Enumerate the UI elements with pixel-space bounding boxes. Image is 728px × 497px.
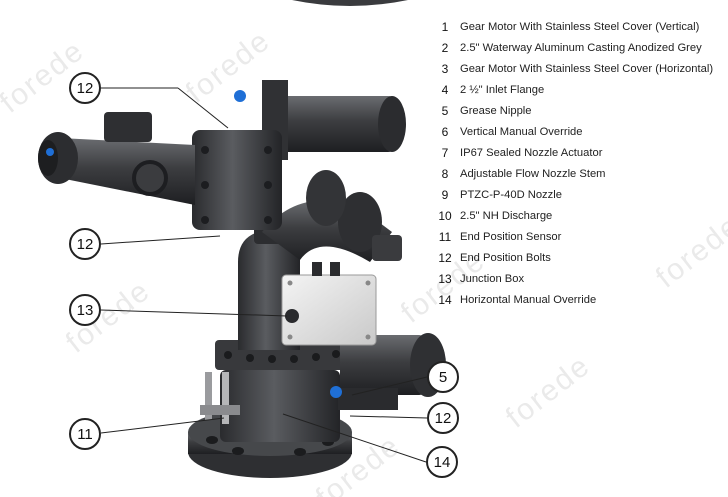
nozzle-actuator (104, 112, 152, 142)
leader-line (282, 413, 427, 463)
upper-flange-ring-2 (306, 170, 346, 226)
legend-number: 3 (441, 61, 449, 76)
legend-item: 6 Vertical Manual Override (430, 121, 722, 142)
callout-13: 13 (69, 294, 101, 326)
center-bolts (201, 146, 272, 224)
box-screw (287, 280, 293, 286)
box-screw (287, 334, 293, 340)
legend-text: End Position Sensor (460, 230, 562, 243)
callout-12-mid: 12 (69, 228, 101, 260)
legend-text: Vertical Manual Override (460, 125, 583, 138)
legend-text: 2.5" Waterway Aluminum Casting Anodized … (460, 41, 702, 54)
legend-item: 9 PTZC-P-40D Nozzle (430, 184, 722, 205)
callout-14: 14 (426, 446, 458, 478)
central-body (192, 130, 282, 230)
horizontal-motor-mount (338, 388, 398, 410)
legend-text: IP67 Sealed Nozzle Actuator (460, 146, 603, 159)
end-sensor-bracket (200, 405, 240, 415)
leader-line (100, 417, 225, 434)
vertical-gear-motor (272, 96, 396, 152)
upper-flange-ring (338, 192, 382, 252)
right-pipe-stub (372, 235, 402, 261)
legend-number: 9 (441, 187, 449, 202)
legend-item: 5 Grease Nipple (430, 100, 722, 121)
legend-number: 11 (438, 229, 452, 244)
turret-bolts (224, 350, 340, 363)
lower-body (220, 370, 340, 442)
legend-item: 2 2.5" Waterway Aluminum Casting Anodized… (430, 37, 722, 58)
legend-number: 8 (441, 166, 449, 181)
legend-item: 4 2 ½" Inlet Flange (430, 79, 722, 100)
legend-number: 2 (441, 40, 449, 55)
blue-fitting (234, 90, 246, 102)
leader-line (100, 309, 288, 317)
leader-line (100, 235, 221, 245)
legend-text: Gear Motor With Stainless Steel Cover (V… (460, 20, 700, 33)
box-screw (365, 334, 371, 340)
leader-line (351, 376, 428, 396)
end-sensor-b (222, 372, 229, 424)
horizontal-gear-motor (340, 335, 425, 395)
legend-number: 6 (441, 124, 449, 139)
legend-item: 7 IP67 Sealed Nozzle Actuator (430, 142, 722, 163)
legend-text: Junction Box (460, 272, 525, 285)
legend-item: 8 Adjustable Flow Nozzle Stem (430, 163, 722, 184)
grease-nipple (330, 386, 342, 398)
legend-item: 10 2.5" NH Discharge (430, 205, 722, 226)
legend-text: End Position Bolts (460, 251, 551, 264)
legend-item: 11 End Position Sensor (430, 226, 722, 247)
top-shadow-shape (292, 0, 408, 6)
cable-gland (285, 309, 299, 323)
leader-line (349, 415, 428, 419)
legend-number: 14 (438, 292, 452, 307)
nozzle-valve-ring (132, 160, 168, 196)
legend-number: 5 (441, 103, 449, 118)
leader-line (177, 87, 229, 129)
legend-text: Gear Motor With Stainless Steel Cover (H… (460, 62, 714, 75)
legend-text: Adjustable Flow Nozzle Stem (460, 167, 606, 180)
vertical-motor-cap (378, 96, 406, 152)
top-gland (330, 262, 340, 276)
box-screw (365, 280, 371, 286)
nozzle-tip-face (38, 140, 58, 176)
callout-11: 11 (69, 418, 101, 450)
legend-item: 12 End Position Bolts (430, 247, 722, 268)
legend-text: PTZC-P-40D Nozzle (460, 188, 562, 201)
top-gland (312, 262, 322, 276)
legend-item: 1 Gear Motor With Stainless Steel Cover (… (430, 16, 722, 37)
legend-item: 13 Junction Box (430, 268, 722, 289)
callout-12-right: 12 (427, 402, 459, 434)
legend-item: 14 Horizontal Manual Override (430, 289, 722, 310)
end-sensor-a (205, 372, 212, 420)
legend-text: Horizontal Manual Override (460, 293, 597, 306)
legend-text: 2 ½" Inlet Flange (460, 83, 545, 96)
junction-box (281, 274, 377, 346)
legend-number: 10 (438, 208, 452, 223)
legend-text: 2.5" NH Discharge (460, 209, 553, 222)
legend-text: Grease Nipple (460, 104, 532, 117)
callout-5: 5 (427, 361, 459, 393)
callout-12-top: 12 (69, 72, 101, 104)
legend-item: 3 Gear Motor With Stainless Steel Cover (… (430, 58, 722, 79)
legend-number: 13 (438, 271, 452, 286)
legend-number: 7 (441, 145, 449, 160)
legend-number: 12 (438, 250, 452, 265)
nozzle-blue-plug (46, 148, 54, 156)
legend-number: 4 (441, 82, 449, 97)
legend-number: 1 (441, 19, 449, 34)
